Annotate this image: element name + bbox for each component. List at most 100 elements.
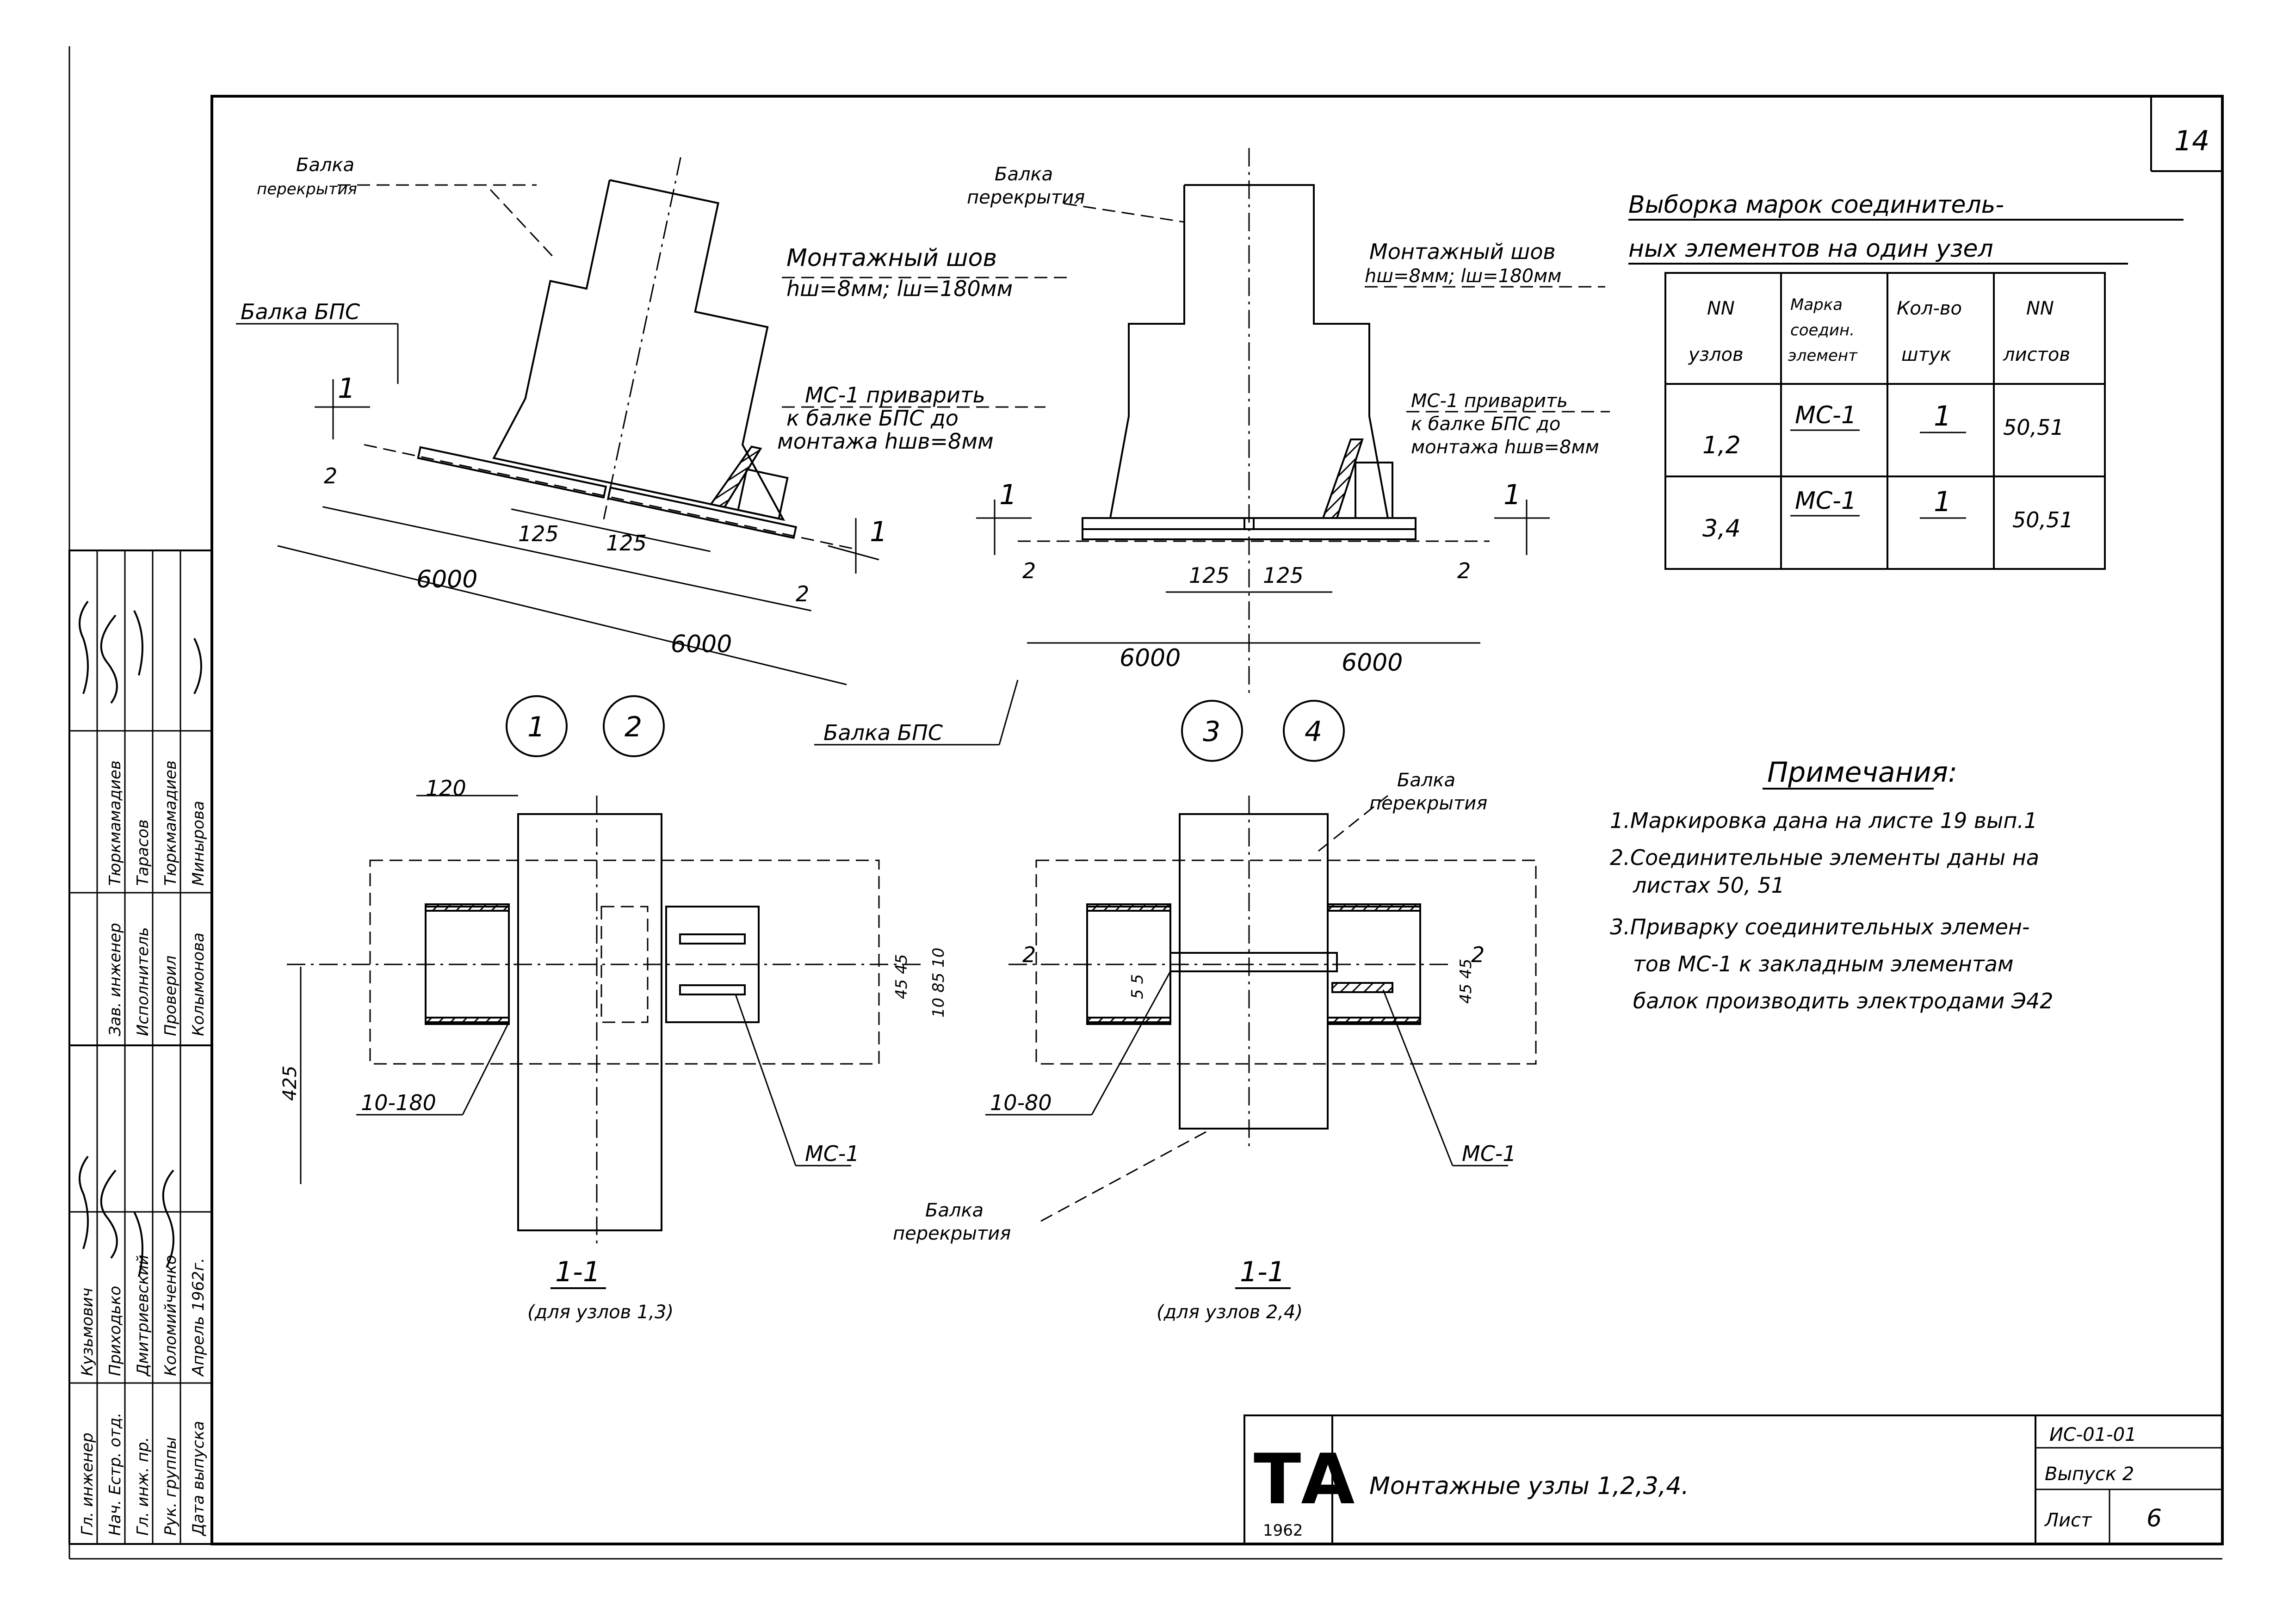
selection-table: Выборка марок соединитель- ных элементов… bbox=[1628, 191, 2184, 570]
section-mark-plan-2a: 2 bbox=[1022, 942, 1036, 967]
beam-floor-plan-bottom-2: перекрытия bbox=[893, 1223, 1011, 1244]
handwritten-signatures-upper bbox=[79, 600, 202, 704]
role-5: Дата выпуска bbox=[189, 1421, 208, 1537]
node-3-label: 3 bbox=[1203, 716, 1220, 748]
dim-125-c: 125 bbox=[1189, 563, 1230, 588]
name2-5: Колымонова bbox=[189, 932, 208, 1036]
section-mark-center-2a: 2 bbox=[1022, 558, 1036, 583]
header-mark-2: соедин. bbox=[1790, 321, 1855, 340]
weld-seam-center bbox=[1322, 438, 1364, 519]
weld-label-2: hш=8мм; lш=180мм bbox=[786, 276, 1013, 301]
dim-5-5: 5 5 bbox=[1128, 974, 1147, 999]
row2-mark: МС-1 bbox=[1795, 487, 1856, 515]
beam-floor-label-1: Балка bbox=[296, 154, 354, 176]
section-mark-center-1a: 1 bbox=[999, 479, 1017, 511]
dim-6000-a: 6000 bbox=[416, 566, 477, 593]
mc1-label-left: МС-1 bbox=[805, 1141, 860, 1166]
beam-floor-plan-right-1: Балка bbox=[1397, 770, 1455, 791]
role-4: Рук. группы bbox=[161, 1437, 180, 1536]
header-sheets-2: листов bbox=[2003, 344, 2070, 365]
node-2-circle bbox=[603, 695, 665, 757]
section-subtitle-right: (для узлов 2,4) bbox=[1157, 1302, 1303, 1323]
node-1-circle bbox=[506, 695, 568, 757]
beam-floor-label-center-1: Балка bbox=[995, 164, 1053, 185]
row1-qty: 1 bbox=[1934, 400, 1951, 432]
header-nn-2: узлов bbox=[1688, 344, 1744, 365]
weld-seam bbox=[709, 445, 762, 508]
node-markers: 1 2 3 4 bbox=[506, 695, 1345, 762]
header-qty-2: штук bbox=[1901, 344, 1951, 365]
node-4-label: 4 bbox=[1305, 716, 1322, 748]
section-mark-2-right: 2 bbox=[796, 581, 809, 606]
beam-bps-label-center: Балка БПС bbox=[823, 720, 943, 745]
dim-6000-c: 6000 bbox=[1120, 644, 1181, 672]
mc-weld-label-center-1: МС-1 приварить bbox=[1411, 390, 1568, 412]
row1-nodes: 1,2 bbox=[1702, 432, 1741, 459]
plate-label-left: 10-180 bbox=[361, 1090, 436, 1115]
header-mark-1: Марка bbox=[1790, 296, 1843, 314]
role2-3: Проверил bbox=[161, 956, 180, 1036]
note-3a: 3.Приварку соединительных элемен- bbox=[1610, 914, 2030, 939]
section-mark-center-1b: 1 bbox=[1503, 479, 1521, 511]
dim-45-45-left: 45 45 bbox=[892, 954, 911, 999]
row1-sheets: 50,51 bbox=[2003, 415, 2064, 440]
weld-label-center-1: Монтажный шов bbox=[1369, 239, 1556, 264]
beam-bps-label: Балка БПС bbox=[241, 299, 360, 324]
corner-sheet-number: 14 bbox=[2174, 125, 2209, 157]
section-mark-1-right: 1 bbox=[870, 516, 887, 548]
section-title-right: 1-1 bbox=[1240, 1256, 1285, 1288]
dim-125-b: 125 bbox=[606, 531, 647, 556]
row2-sheets: 50,51 bbox=[2012, 507, 2073, 532]
sheet-label: Лист bbox=[2044, 1510, 2092, 1531]
role-3: Гл. инж. пр. bbox=[134, 1437, 152, 1536]
node-2-label: 2 bbox=[625, 711, 642, 743]
section-mark-2-left: 2 bbox=[324, 463, 337, 488]
sheet-number: 6 bbox=[2147, 1505, 2162, 1532]
dim-125-a: 125 bbox=[518, 521, 559, 546]
name2-4: Минырова bbox=[189, 801, 208, 886]
drawing-code: ИС-01-01 bbox=[2049, 1424, 2137, 1445]
plan-section-left: 120 425 45 45 10 85 10 10-180 МС-1 1-1 (… bbox=[279, 776, 948, 1323]
handwritten-signatures bbox=[79, 1155, 174, 1277]
name2-1: Тюркмамадиев bbox=[106, 760, 124, 886]
beam-floor-plan-bottom-1: Балка bbox=[925, 1200, 984, 1221]
header-sheets-1: NN bbox=[2026, 298, 2054, 319]
logo-letters: ТА bbox=[1254, 1439, 1355, 1520]
drawing-title: Монтажные узлы 1,2,3,4. bbox=[1369, 1472, 1689, 1500]
dim-45-45-right: 45 45 bbox=[1457, 959, 1475, 1004]
elevation-nodes-1-2: Балка перекрытия Балка БПС Монтажный шов… bbox=[236, 154, 1073, 685]
name-1: Кузьмович bbox=[78, 1288, 97, 1376]
note-3b: тов МС-1 к закладным элементам bbox=[1633, 951, 2014, 976]
dim-425: 425 bbox=[279, 1066, 301, 1101]
node-4-circle bbox=[1283, 700, 1345, 762]
node-3-circle bbox=[1181, 700, 1243, 762]
name2-3: Тюркмамадиев bbox=[161, 760, 180, 886]
notes-title: Примечания: bbox=[1767, 756, 1957, 789]
issue-label: Выпуск 2 bbox=[2045, 1463, 2134, 1485]
elevation-nodes-3-4: Балка перекрытия Монтажный шов hш=8мм; l… bbox=[814, 148, 1610, 746]
section-title-left: 1-1 bbox=[555, 1256, 600, 1288]
table-title-line2: ных элементов на один узел bbox=[1628, 235, 1993, 263]
table-frame bbox=[1664, 272, 2106, 570]
beam-floor-plan-right-2: перекрытия bbox=[1369, 793, 1487, 814]
weld-label-center-2: hш=8мм; lш=180мм bbox=[1365, 266, 1561, 287]
dim-120: 120 bbox=[426, 776, 466, 801]
plate-label-right: 10-80 bbox=[990, 1090, 1052, 1115]
role-2: Нач. Естр. отд. bbox=[106, 1413, 124, 1536]
row2-nodes: 3,4 bbox=[1702, 515, 1741, 543]
beam-floor-label-center-2: перекрытия bbox=[967, 187, 1085, 208]
note-2a: 2.Соединительные элементы даны на bbox=[1610, 845, 2039, 870]
note-1: 1.Маркировка дана на листе 19 вып.1 bbox=[1610, 808, 2037, 833]
mc-weld-label-center-3: монтажа hшв=8мм bbox=[1411, 437, 1599, 458]
floor-beam-outline bbox=[492, 179, 786, 521]
name-4: Коломийченко bbox=[161, 1255, 180, 1376]
section-mark-center-2b: 2 bbox=[1457, 558, 1471, 583]
role-1: Гл. инженер bbox=[78, 1433, 97, 1536]
beam-floor-label-2: перекрытия bbox=[257, 180, 357, 198]
row1-mark: МС-1 bbox=[1795, 401, 1856, 429]
row2-qty: 1 bbox=[1934, 486, 1951, 518]
name-2: Приходько bbox=[106, 1286, 124, 1376]
table-title-line1: Выборка марок соединитель- bbox=[1628, 191, 2004, 219]
